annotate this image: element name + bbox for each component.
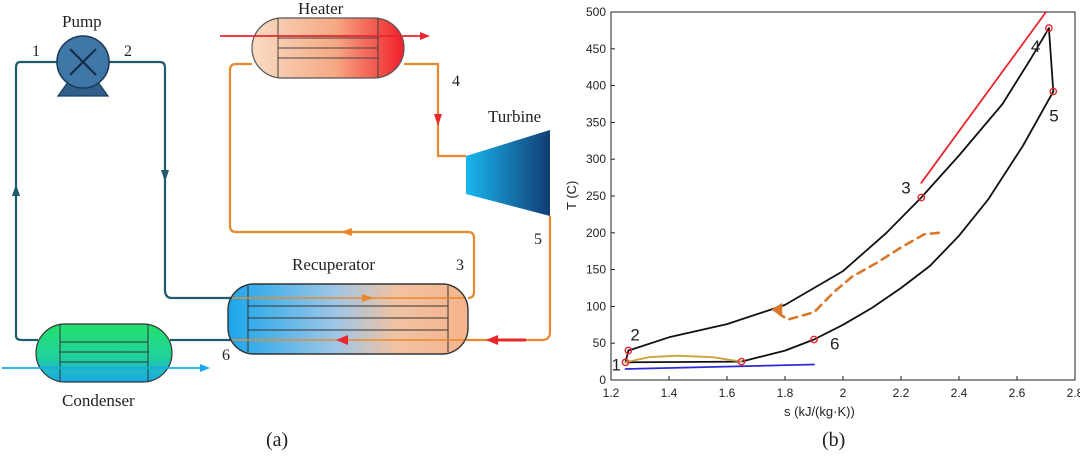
flow-arrow-up <box>12 184 20 196</box>
turbine <box>466 130 550 216</box>
state-point <box>1049 87 1058 96</box>
state-label-4: 4 <box>452 73 460 90</box>
plot-area <box>610 11 1076 381</box>
condenser <box>2 323 210 383</box>
condenser-label: Condenser <box>62 391 135 410</box>
x-tick-label: 1.2 <box>603 386 620 400</box>
x-tick-label: 2.8 <box>1067 386 1080 400</box>
state-point <box>621 358 630 367</box>
flow-arrow-down <box>161 170 169 182</box>
state-point <box>624 346 633 355</box>
state-point-label-5: 5 <box>1049 106 1058 125</box>
x-axis: 1.2 1.4 1.6 1.8 2 2.2 2.4 2.6 2.8 <box>603 376 1080 400</box>
series-cycle-lower <box>740 90 1055 363</box>
state-point-label-6: 6 <box>830 335 839 354</box>
x-tick-label: 2.6 <box>1009 386 1026 400</box>
x-tick-label: 1.4 <box>661 386 678 400</box>
flow-arrow-left <box>340 228 352 236</box>
y-axis: 0 50 100 150 200 250 300 350 400 450 500 <box>586 5 615 387</box>
state-point <box>810 335 818 344</box>
state-label-5: 5 <box>534 231 542 248</box>
x-tick-label: 2.2 <box>893 386 910 400</box>
y-tick-label: 450 <box>586 42 606 56</box>
state-point <box>1045 24 1053 33</box>
series-recuperation-arrow <box>777 231 941 321</box>
x-tick-label: 2.4 <box>951 386 968 400</box>
y-tick-label: 300 <box>586 152 606 166</box>
y-tick-label: 150 <box>586 263 606 277</box>
state-label-1: 1 <box>32 43 40 60</box>
state-label-6: 6 <box>222 347 230 364</box>
flow-arrow-down-red <box>434 114 442 126</box>
state-point-label-4: 4 <box>1031 37 1040 56</box>
heater-label: Heater <box>298 0 344 18</box>
recuperation-arrowhead <box>771 302 783 317</box>
recuperator-label: Recuperator <box>292 255 375 274</box>
series-cycle-upper <box>627 27 1050 352</box>
state-point <box>737 357 746 366</box>
state-label-2: 2 <box>124 43 132 60</box>
state-point-label-2: 2 <box>630 326 639 345</box>
state-label-3: 3 <box>456 257 464 274</box>
pump <box>56 35 110 97</box>
recuperator <box>227 283 469 355</box>
series-cycle-4-5 <box>1048 27 1055 93</box>
ts-chart: 1.21.41.61.822.22.42.62.8 05010015020025… <box>564 5 1080 451</box>
heater <box>220 17 430 79</box>
caption-b: (b) <box>822 429 845 451</box>
x-axis-label: s (kJ/(kg·K)) <box>784 404 855 419</box>
x-tick-label: 1.8 <box>777 386 794 400</box>
y-tick-label: 200 <box>586 226 606 240</box>
series-group <box>624 11 1055 370</box>
pump-label: Pump <box>62 12 102 31</box>
series-cooling-water <box>624 363 815 370</box>
y-tick-label: 250 <box>586 189 606 203</box>
x-tick-label: 2 <box>840 386 847 400</box>
y-tick-label: 400 <box>586 79 606 93</box>
state-point <box>917 193 926 202</box>
series-heat-source <box>920 11 1047 184</box>
y-tick-label: 50 <box>593 336 607 350</box>
series-cycle-pump <box>624 349 630 364</box>
series-saturation-dome <box>624 354 743 364</box>
state-points <box>621 24 1058 367</box>
turbine-label: Turbine <box>488 107 541 126</box>
series-cycle-condensation <box>624 360 743 364</box>
cycle-schematic: Pump Heater Turbine Recuperator Condense… <box>2 0 552 451</box>
state-point-label-1: 1 <box>612 355 621 374</box>
y-tick-label: 500 <box>586 5 606 19</box>
state-point-label-3: 3 <box>901 178 910 197</box>
y-tick-label: 0 <box>599 373 606 387</box>
state-point-labels: 12 3 4 5 6 <box>612 37 1059 374</box>
x-tick-label: 1.6 <box>719 386 736 400</box>
y-axis-label: T (C) <box>564 181 579 210</box>
y-tick-label: 350 <box>586 115 606 129</box>
caption-a: (a) <box>266 429 288 451</box>
y-tick-label: 100 <box>586 299 606 313</box>
